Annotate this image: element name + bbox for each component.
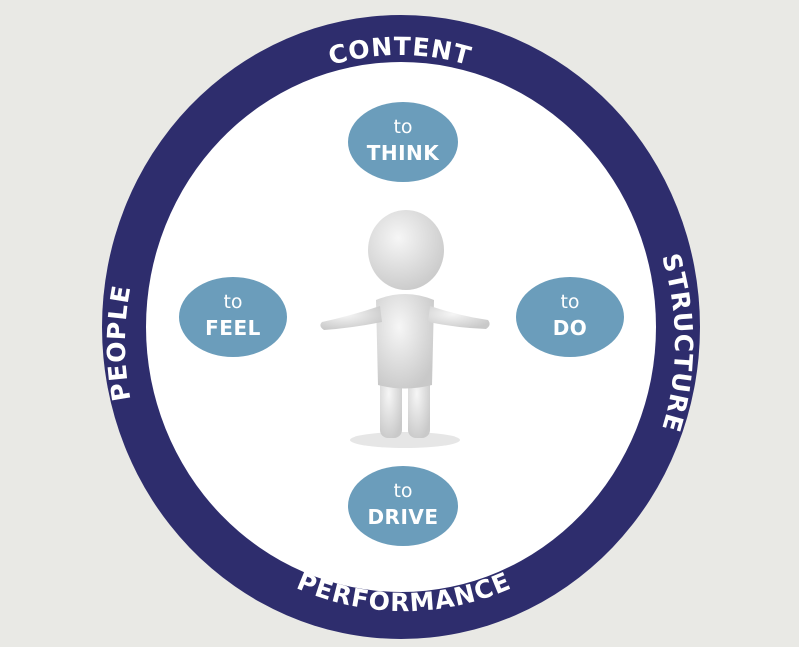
bubble-do: to DO <box>516 277 624 357</box>
bubble-do-label: DO <box>553 316 588 340</box>
bubble-feel-prefix: to <box>223 291 242 313</box>
bubble-think-label: THINK <box>367 141 441 165</box>
bubble-feel-label: FEEL <box>205 316 261 340</box>
bubble-drive-label: DRIVE <box>367 505 438 529</box>
bubble-feel: to FEEL <box>179 277 287 357</box>
person-figure-icon <box>320 210 490 448</box>
bubble-drive: to DRIVE <box>348 466 458 546</box>
bubble-drive-prefix: to <box>393 480 412 502</box>
bubble-do-prefix: to <box>560 291 579 313</box>
bubble-think-prefix: to <box>393 116 412 138</box>
bubble-think: to THINK <box>348 102 458 182</box>
